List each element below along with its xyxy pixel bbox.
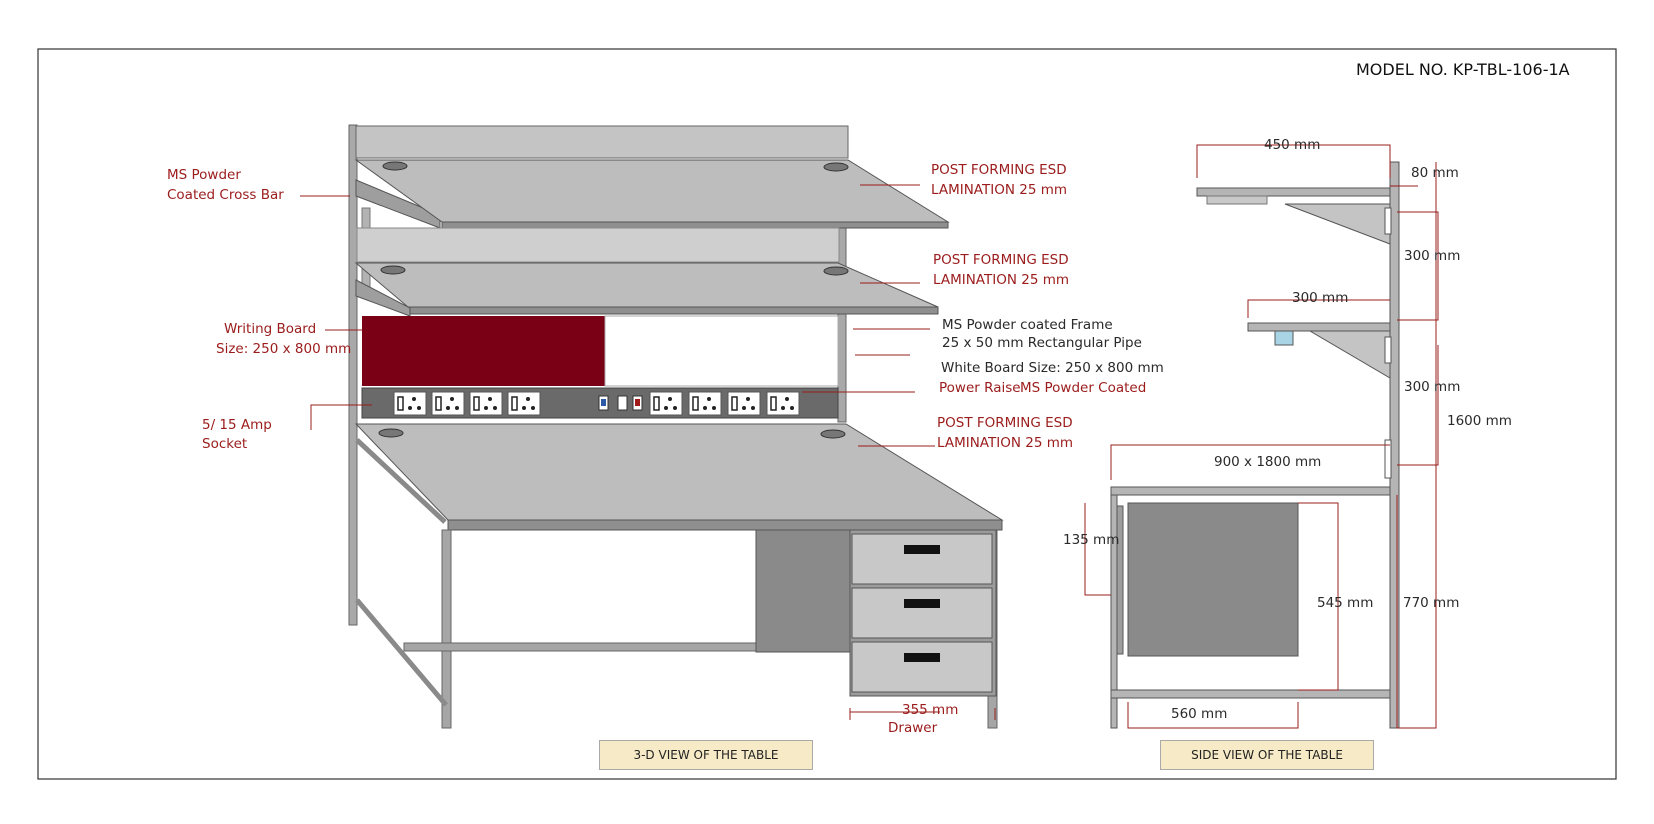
caption-3d-view: 3-D VIEW OF THE TABLE	[599, 740, 813, 770]
side-clamp	[1384, 336, 1392, 364]
side-top-bracket	[1284, 203, 1391, 245]
pipe-hole-icon	[823, 162, 849, 172]
pipe-hole-icon	[378, 428, 404, 438]
socket-icon	[469, 391, 503, 416]
caption-side-view: SIDE VIEW OF THE TABLE	[1160, 740, 1374, 770]
switch-icon	[601, 399, 606, 406]
pipe-hole-icon	[382, 161, 408, 171]
label-mid-shelf-line2: LAMINATION 25 mm	[933, 272, 1069, 288]
table-side-view	[1084, 144, 1439, 729]
pipe-hole-icon	[823, 266, 849, 276]
drawer-1	[851, 533, 993, 585]
drawer-3	[851, 641, 993, 693]
label-drawer: Drawer	[888, 720, 938, 736]
drawer-2	[851, 587, 993, 639]
socket-icon	[649, 391, 683, 416]
label-total-height: 1600 mm	[1447, 413, 1512, 429]
label-mid-shelf-line1: POST FORMING ESD	[933, 252, 1069, 268]
drawer-cabinet-side	[755, 529, 853, 653]
leader-lines-3d	[300, 184, 996, 720]
side-cabinet	[1127, 502, 1299, 657]
side-top-shelf-lip	[1206, 195, 1268, 205]
label-cross-bar-line2: Coated Cross Bar	[167, 187, 284, 203]
label-mid-shelf-depth: 300 mm	[1292, 290, 1349, 306]
label-frame-line2: 25 x 50 mm Rectangular Pipe	[942, 335, 1142, 351]
socket-icon	[431, 391, 465, 416]
top-shelf	[354, 159, 950, 223]
white-board	[604, 315, 839, 387]
socket-icon	[727, 391, 761, 416]
label-cabinet-height: 545 mm	[1317, 595, 1374, 611]
switch-icon	[635, 399, 640, 406]
label-power-raise-line1: Power Raise	[939, 380, 1021, 396]
worktop	[354, 423, 1004, 521]
writing-board	[362, 316, 605, 386]
label-white-board: White Board Size: 250 x 800 mm	[941, 360, 1164, 376]
side-foot-rail	[1110, 689, 1391, 699]
label-top-shelf-line2: LAMINATION 25 mm	[931, 182, 1067, 198]
label-cabinet-depth: 560 mm	[1171, 706, 1228, 722]
label-socket-line2: Socket	[202, 436, 248, 452]
middle-shelf-edge	[407, 306, 939, 315]
label-table-height: 770 mm	[1403, 595, 1460, 611]
middle-shelf	[354, 262, 939, 308]
pipe-hole-icon	[380, 265, 406, 275]
side-drawer-fronts	[1116, 505, 1124, 655]
label-worktop-line1: POST FORMING ESD	[937, 415, 1073, 431]
label-power-raise-line2: MS Powder Coated	[1020, 380, 1147, 396]
front-left-leg	[441, 529, 452, 729]
table-3d-view	[300, 124, 1004, 729]
back-top-panel	[355, 125, 849, 159]
worktop-edge	[447, 519, 1003, 531]
socket-icon	[766, 391, 800, 416]
label-worktop-line2: LAMINATION 25 mm	[937, 435, 1073, 451]
foot-rail	[403, 642, 800, 652]
model-number: MODEL NO. KP-TBL-106-1A	[1356, 60, 1570, 79]
label-worktop-size: 900 x 1800 mm	[1214, 454, 1322, 470]
dimension-lines	[1084, 144, 1439, 729]
frame-diagonal	[355, 438, 447, 524]
middle-back-panel	[356, 227, 840, 263]
label-cross-bar-line1: MS Powder	[167, 167, 241, 183]
side-top-shelf	[1196, 187, 1391, 197]
label-gap-lower: 300 mm	[1404, 379, 1461, 395]
label-drawer-height: 135 mm	[1063, 532, 1120, 548]
drawer-handle-icon	[904, 545, 940, 554]
drawer-handle-icon	[904, 599, 940, 608]
label-writing-board-line2: Size: 250 x 800 mm	[216, 341, 352, 357]
side-mid-shelf	[1247, 322, 1391, 332]
socket-icon	[507, 391, 541, 416]
switch-icon	[617, 395, 628, 411]
side-clamp	[1384, 439, 1392, 479]
side-light-icon	[1274, 330, 1294, 346]
frame-diagonal-lower	[355, 598, 448, 707]
label-offset: 80 mm	[1411, 165, 1459, 181]
side-mid-bracket	[1308, 330, 1391, 379]
side-clamp	[1384, 207, 1392, 235]
label-drawer-width: 355 mm	[902, 702, 959, 718]
sheet-border	[37, 48, 1617, 780]
drawer-handle-icon	[904, 653, 940, 662]
label-top-shelf-line1: POST FORMING ESD	[931, 162, 1067, 178]
socket-icon	[393, 391, 427, 416]
left-back-post	[348, 124, 358, 626]
pipe-hole-icon	[820, 429, 846, 439]
label-writing-board-line1: Writing Board	[224, 321, 317, 337]
label-socket-line1: 5/ 15 Amp	[202, 417, 272, 433]
top-shelf-edge	[441, 221, 949, 229]
socket-icon	[688, 391, 722, 416]
label-frame-line1: MS Powder coated Frame	[942, 317, 1113, 333]
label-gap-upper: 300 mm	[1404, 248, 1461, 264]
label-shelf-depth: 450 mm	[1264, 137, 1321, 153]
side-worktop	[1110, 486, 1391, 496]
